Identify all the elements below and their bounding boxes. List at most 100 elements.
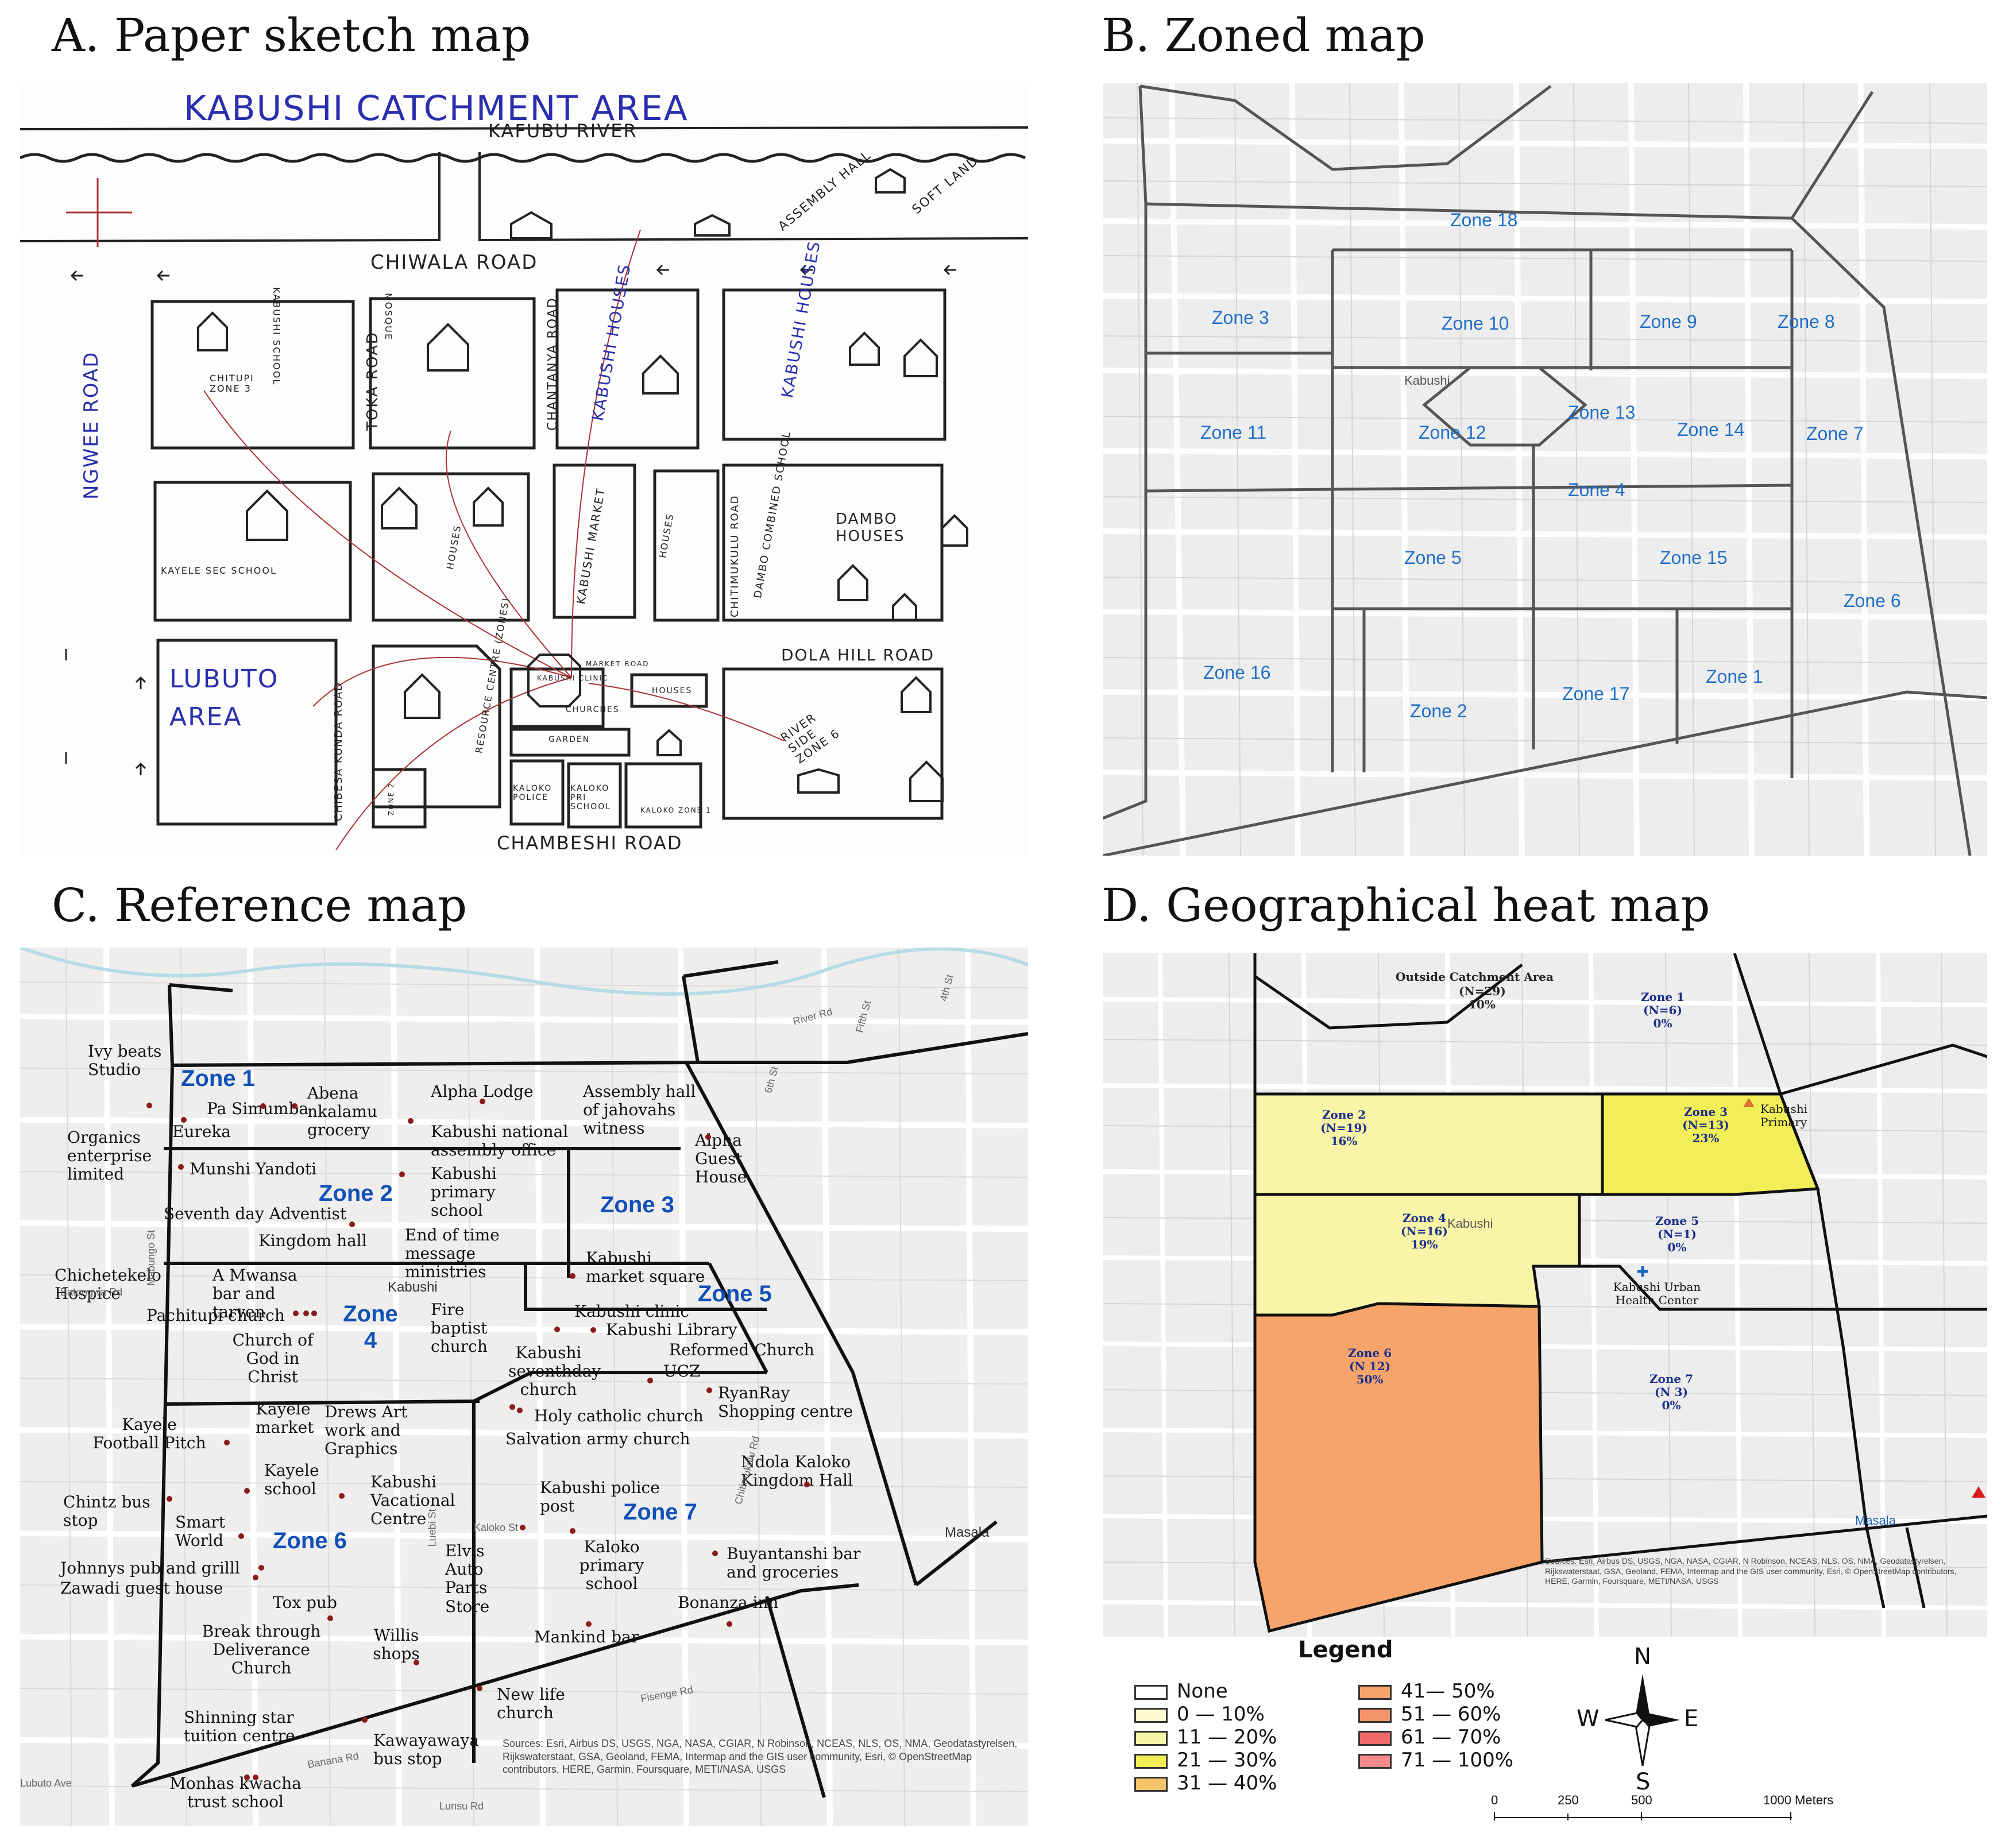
poi-label: Ivy beats Studio xyxy=(88,1042,162,1080)
poi-label: Pachitupi church xyxy=(146,1306,285,1325)
heat-zone-2-name: Zone 2 xyxy=(1322,1108,1366,1122)
poi-label: Tox pub xyxy=(273,1593,337,1612)
poi-label: Eureka xyxy=(172,1122,231,1141)
poi-label: Kayele Football Pitch xyxy=(92,1415,206,1453)
sketch-dola-hill-road: DOLA HILL ROAD xyxy=(781,645,935,664)
heat-zone-4-label: Zone 4 (N=16) 19% xyxy=(1396,1212,1453,1251)
poi-label: Kabushi clinic xyxy=(574,1302,690,1321)
heat-zone-6-name: Zone 6 xyxy=(1347,1346,1392,1360)
heat-zone-4-name: Zone 4 xyxy=(1402,1211,1447,1225)
legend-swatch xyxy=(1358,1730,1392,1746)
sketch-kabushi-clinic: KABUSHI CLINIC xyxy=(537,674,609,682)
legend-item: 61 — 70% xyxy=(1358,1726,1501,1749)
legend-swatch xyxy=(1134,1730,1168,1746)
poi-label: Buyantanshi bar and groceries xyxy=(727,1544,861,1582)
sketch-garden: GARDEN xyxy=(548,735,590,744)
ref-zone-label: Zone 6 xyxy=(273,1528,347,1553)
poi-label: Organics enterprise limited xyxy=(67,1128,152,1184)
poi-label: Fire baptist church xyxy=(431,1300,488,1356)
zoned-kabushi-label: Kabushi xyxy=(1404,373,1450,388)
reference-map-panel: Zone 1 Zone 2 Zone 3 Zone 4 Zone 5 Zone … xyxy=(20,948,1028,1826)
zone-label: Zone 17 xyxy=(1562,683,1630,704)
heat-zone-5-name: Zone 5 xyxy=(1655,1214,1699,1228)
zone-label: Zone 16 xyxy=(1203,662,1271,683)
sketch-toka-road: TOKA ROAD xyxy=(364,331,381,431)
legend-swatch xyxy=(1134,1753,1168,1769)
heat-map-panel: Outside Catchment Area (N=29) 10% Zone 1… xyxy=(1103,953,1987,1637)
sketch-map-panel: KABUSHI CATCHMENT AREA KAFUBU RIVER CHIW… xyxy=(20,86,1028,856)
sketch-chitupi-zone: CHITUPI ZONE 3 xyxy=(210,373,254,395)
sketch-market-road: MARKET ROAD xyxy=(586,660,650,668)
zone-label: Zone 15 xyxy=(1660,547,1728,568)
legend-item: None xyxy=(1134,1680,1228,1703)
heat-zone-6-label: Zone 6 (N 12) 50% xyxy=(1341,1347,1399,1386)
heat-zone-5-label: Zone 5 (N=1) 0% xyxy=(1651,1215,1703,1254)
poi-label: Willis shops xyxy=(373,1626,420,1664)
heat-zone-1-label: Zone 1 (N=6) 0% xyxy=(1637,991,1689,1030)
street-label: Batongwa Rd xyxy=(60,1286,123,1298)
street-label: Lunsu Rd xyxy=(439,1800,484,1812)
heat-zone-6-pct: 50% xyxy=(1356,1373,1384,1386)
ref-kabushi-label: Kabushi xyxy=(388,1279,438,1295)
poi-label: Alpha Guest House xyxy=(695,1131,747,1187)
legend-item: 0 — 10% xyxy=(1134,1703,1265,1726)
scale-label: 0 xyxy=(1491,1793,1498,1807)
poi-label: Zawadi guest house xyxy=(60,1579,223,1598)
heat-attribution: Sources: Esri, Airbus DS, USGS, NGA, NAS… xyxy=(1545,1556,1957,1586)
poi-label: Kabushi Library xyxy=(606,1320,737,1339)
heat-zone-3-pct: 23% xyxy=(1692,1131,1720,1145)
heat-map-drawing xyxy=(1103,953,1987,1637)
ref-zone-label: Zone 7 xyxy=(623,1499,697,1525)
street-label: Lubuto Ave xyxy=(20,1777,72,1789)
sketch-churches: CHURCHES xyxy=(566,705,620,714)
poi-label: Chintz bus stop xyxy=(63,1493,150,1530)
legend-swatch xyxy=(1358,1684,1392,1700)
heat-kabushi-label: Kabushi xyxy=(1447,1216,1493,1231)
heat-zone-2-pct: 16% xyxy=(1330,1134,1358,1148)
heat-zone-6-area xyxy=(1253,1302,1544,1633)
legend-item: 21 — 30% xyxy=(1134,1749,1277,1772)
poi-label: UCZ xyxy=(663,1362,701,1381)
zone-label: Zone 12 xyxy=(1419,422,1486,443)
heat-zone-4-n: (N=16) xyxy=(1401,1224,1448,1238)
poi-label: New life church xyxy=(497,1685,565,1723)
poi-label: Seventh day Adventist xyxy=(164,1204,347,1223)
ref-masala-label: Masala xyxy=(945,1525,990,1540)
poi-label: Holy catholic church xyxy=(534,1406,704,1425)
sketch-chambeshi-road: CHAMBESHI ROAD xyxy=(497,832,683,854)
panel-a-title: A. Paper sketch map xyxy=(52,9,531,62)
poi-label: Kayele school xyxy=(264,1461,319,1499)
heat-zone-6-n: (N 12) xyxy=(1349,1359,1390,1373)
legend-item: 41— 50% xyxy=(1358,1680,1495,1703)
poi-label: Chichetekelo Hospice xyxy=(55,1266,161,1304)
legend-item: 31 — 40% xyxy=(1134,1772,1277,1795)
zoned-map-drawing xyxy=(1103,83,1987,856)
legend-item: 71 — 100% xyxy=(1358,1749,1513,1772)
heat-zone-7-label: Zone 7 (N 3) 0% xyxy=(1645,1373,1697,1412)
sketch-chachacha-zone: ZONE 2 xyxy=(387,782,395,815)
poi-label: Pa Simumba xyxy=(207,1099,309,1118)
heat-outside-name: Outside Catchment Area xyxy=(1396,970,1554,984)
ref-zone-label: Zone 2 xyxy=(319,1181,393,1206)
heat-zone-3-area xyxy=(1601,1092,1820,1196)
poi-label: Church of God in Christ xyxy=(232,1331,314,1387)
heat-zone-1-name: Zone 1 xyxy=(1640,990,1685,1004)
heat-kabushi-primary: Kabushi Primary xyxy=(1760,1102,1808,1129)
zone-label: Zone 8 xyxy=(1778,311,1835,332)
zone-label: Zone 11 xyxy=(1200,422,1267,443)
poi-markers xyxy=(146,1099,810,1780)
heat-zone-2-label: Zone 2 (N=19) 16% xyxy=(1315,1108,1373,1148)
heat-health-center: Kabushi Urban Health Center xyxy=(1613,1280,1701,1307)
ref-zone-label: Zone 3 xyxy=(600,1192,674,1217)
poi-label: Mankind bar xyxy=(534,1627,639,1646)
heat-zone-3-name: Zone 3 xyxy=(1683,1105,1728,1119)
poi-label: RyanRay Shopping centre xyxy=(718,1383,853,1421)
zone-label: Zone 2 xyxy=(1410,701,1467,721)
heat-zone-1-n: (N=6) xyxy=(1643,1003,1682,1017)
heat-zone-5-pct: 0% xyxy=(1667,1240,1687,1254)
zone-label: Zone 4 xyxy=(1568,480,1625,500)
poi-label: End of time message ministries xyxy=(405,1225,500,1282)
sketch-kafubu-river: KAFUBU RIVER xyxy=(488,120,638,142)
street-label: Kaloko St xyxy=(474,1522,519,1533)
north-arrow-icon xyxy=(1605,1674,1680,1766)
